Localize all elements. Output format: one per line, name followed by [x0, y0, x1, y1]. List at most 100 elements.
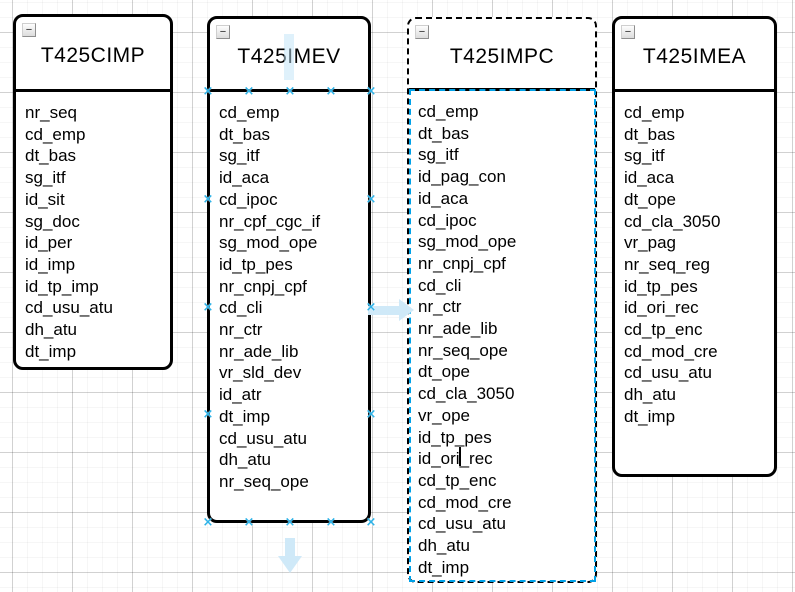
field-row[interactable]: nr_ctr: [219, 320, 263, 340]
field-row[interactable]: dt_ope: [624, 189, 676, 209]
field-row[interactable]: sg_itf: [25, 168, 66, 188]
field-row[interactable]: cd_emp: [219, 103, 280, 122]
direction-arrow-up-icon[interactable]: [284, 34, 294, 80]
direction-arrow-down-head-icon[interactable]: [278, 556, 302, 573]
field-row[interactable]: sg_itf: [418, 145, 459, 165]
field-row[interactable]: cd_ipoc: [219, 189, 278, 209]
connection-point-icon[interactable]: ×: [325, 515, 337, 530]
connection-point-icon[interactable]: ×: [202, 407, 214, 422]
field-row[interactable]: id_tp_pes: [219, 254, 293, 274]
field-row[interactable]: dh_atu: [418, 536, 470, 556]
field-row[interactable]: sg_itf: [624, 146, 665, 166]
connection-point-icon[interactable]: ×: [202, 84, 214, 99]
entity-header[interactable]: −T425IMEA: [615, 19, 774, 92]
field-row[interactable]: dt_bas: [418, 123, 470, 143]
field-row[interactable]: cd_ipoc: [418, 210, 477, 230]
connection-point-icon[interactable]: ×: [325, 84, 337, 99]
direction-arrow-down-icon[interactable]: [285, 538, 295, 556]
field-row[interactable]: cd_cla_3050: [624, 211, 721, 231]
field-row[interactable]: id_aca: [418, 188, 469, 208]
field-row[interactable]: cd_cli: [219, 298, 263, 318]
connection-point-icon[interactable]: ×: [243, 84, 255, 99]
field-row[interactable]: id_ori_rec: [624, 298, 699, 318]
field-row[interactable]: id_tp_pes: [418, 427, 492, 447]
field-row[interactable]: nr_cnpj_cpf: [219, 276, 307, 296]
field-row[interactable]: sg_doc: [25, 211, 80, 231]
collapse-button[interactable]: −: [22, 23, 36, 37]
field-row[interactable]: cd_usu_atu: [418, 514, 506, 534]
field-row[interactable]: id_atr: [219, 385, 262, 405]
collapse-button[interactable]: −: [415, 25, 429, 39]
field-row[interactable]: cd_mod_cre: [418, 492, 512, 512]
field-row[interactable]: nr_seq_ope: [219, 471, 309, 491]
connection-point-icon[interactable]: ×: [202, 300, 214, 315]
field-row[interactable]: dt_imp: [418, 557, 470, 577]
field-row[interactable]: id_tp_imp: [25, 276, 99, 296]
field-row[interactable]: id_per: [25, 233, 73, 253]
field-row[interactable]: sg_itf: [219, 146, 260, 166]
connection-point-icon[interactable]: ×: [365, 515, 377, 530]
field-row[interactable]: nr_ade_lib: [418, 319, 498, 339]
field-row[interactable]: dh_atu: [219, 450, 271, 470]
field-row[interactable]: dt_imp: [219, 406, 271, 426]
field-row[interactable]: dh_atu: [25, 320, 77, 340]
connection-point-icon[interactable]: ×: [365, 84, 377, 99]
field-row[interactable]: dt_bas: [624, 124, 676, 144]
field-row[interactable]: cd_tp_enc: [418, 470, 497, 490]
connection-point-icon[interactable]: ×: [365, 407, 377, 422]
field-row[interactable]: cd_usu_atu: [624, 363, 712, 383]
field-row[interactable]: cd_tp_enc: [624, 320, 703, 340]
field-row[interactable]: nr_cpf_cgc_if: [219, 211, 321, 231]
field-row[interactable]: nr_ctr: [418, 297, 462, 317]
field-row[interactable]: cd_usu_atu: [219, 428, 307, 448]
field-row[interactable]: nr_seq_ope: [418, 340, 508, 360]
field-row[interactable]: cd_emp: [418, 102, 479, 121]
direction-arrow-right-head-icon[interactable]: [399, 299, 414, 321]
field-row[interactable]: cd_emp: [25, 124, 86, 144]
connection-point-icon[interactable]: ×: [365, 300, 377, 315]
field-row[interactable]: nr_seq: [25, 103, 77, 122]
entity-header[interactable]: −T425CIMP: [16, 17, 170, 92]
connection-point-icon[interactable]: ×: [284, 84, 296, 99]
field-row[interactable]: id_imp: [25, 254, 76, 274]
field-row[interactable]: nr_cnpj_cpf: [418, 253, 506, 273]
field-row[interactable]: cd_cla_3050: [418, 384, 515, 404]
connection-point-icon[interactable]: ×: [243, 515, 255, 530]
field-row[interactable]: cd_emp: [624, 103, 685, 122]
field-row[interactable]: id_ori_rec: [418, 449, 493, 469]
field-row[interactable]: cd_usu_atu: [25, 298, 113, 318]
field-row[interactable]: nr_seq_reg: [624, 254, 711, 274]
field-row[interactable]: cd_mod_cre: [624, 341, 718, 361]
field-row[interactable]: id_sit: [25, 189, 65, 209]
field-row[interactable]: id_aca: [219, 168, 270, 188]
field-row[interactable]: dh_atu: [624, 385, 676, 405]
collapse-button[interactable]: −: [621, 25, 635, 39]
field-row[interactable]: vr_sld_dev: [219, 363, 302, 383]
connection-point-icon[interactable]: ×: [202, 515, 214, 530]
field-row[interactable]: sg_mod_ope: [418, 232, 517, 252]
entity-table-T425IMEV[interactable]: −T425IMEVcd_empdt_bassg_itfid_acacd_ipoc…: [207, 16, 371, 523]
direction-arrow-right-icon[interactable]: [368, 306, 399, 315]
connection-point-icon[interactable]: ×: [365, 192, 377, 207]
field-row[interactable]: dt_ope: [418, 362, 470, 382]
connection-point-icon[interactable]: ×: [202, 192, 214, 207]
collapse-button[interactable]: −: [216, 25, 230, 39]
field-row[interactable]: cd_cli: [418, 275, 462, 295]
connection-point-icon[interactable]: ×: [284, 515, 296, 530]
field-row[interactable]: dt_imp: [624, 406, 676, 426]
field-row[interactable]: id_tp_pes: [624, 276, 698, 296]
field-row[interactable]: nr_ade_lib: [219, 341, 299, 361]
field-row[interactable]: dt_imp: [25, 341, 77, 361]
field-row[interactable]: dt_bas: [219, 124, 271, 144]
field-row[interactable]: vr_pag: [624, 233, 676, 253]
field-row[interactable]: dt_bas: [25, 146, 77, 166]
field-row[interactable]: id_pag_con: [418, 167, 506, 187]
field-row[interactable]: sg_mod_ope: [219, 233, 318, 253]
field-row[interactable]: vr_ope: [418, 405, 470, 425]
field-row[interactable]: id_aca: [624, 168, 675, 188]
entity-header[interactable]: −T425IMPC: [409, 19, 595, 91]
